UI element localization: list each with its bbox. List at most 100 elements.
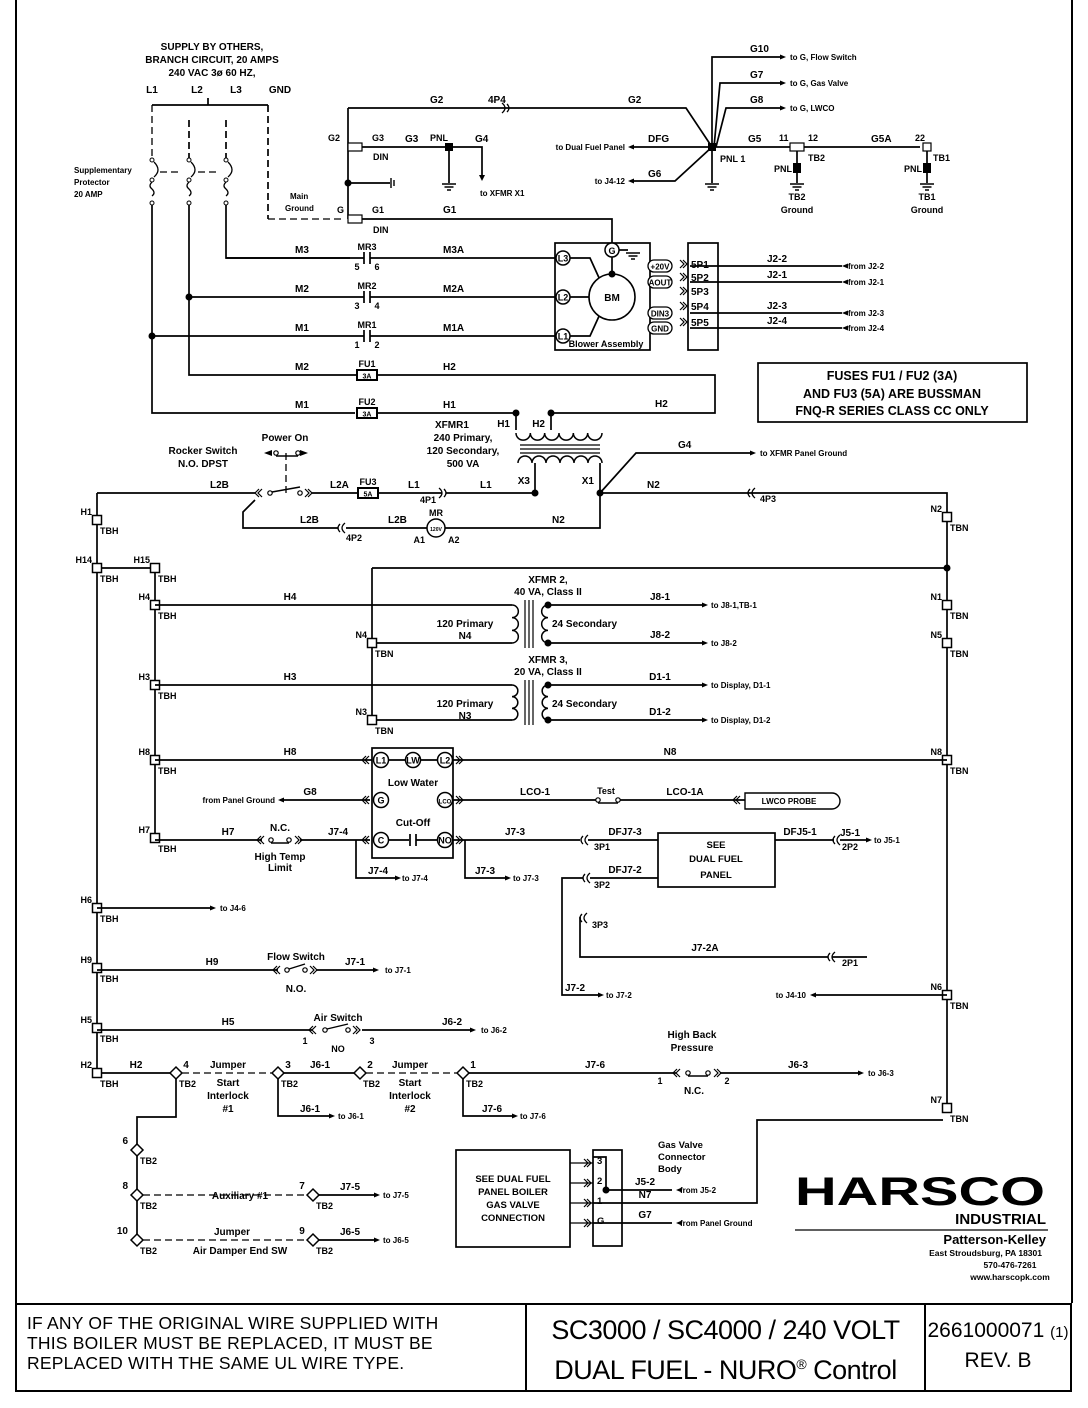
label: to Display, D1-2	[711, 716, 771, 725]
label: M3A	[443, 245, 464, 256]
connector-icon	[361, 835, 370, 845]
terminal-circle	[436, 831, 454, 849]
label: J6-1	[310, 1060, 330, 1071]
label: Ground	[285, 204, 314, 213]
label: BM	[604, 293, 620, 304]
label: J2-2	[767, 254, 787, 265]
label: J5-1	[840, 828, 860, 839]
label: J7-6	[585, 1060, 605, 1071]
label: L2B	[300, 515, 319, 526]
logo-division: INDUSTRIAL	[955, 1211, 1046, 1228]
label: L2	[558, 293, 569, 303]
drawing-number: 2661000071 (1)	[926, 1317, 1070, 1347]
label: Jumper	[392, 1060, 428, 1071]
arrow-icon	[810, 992, 816, 998]
label: J6-5	[340, 1227, 360, 1238]
dual-fuel-panel	[657, 832, 776, 888]
arrow-icon	[702, 640, 708, 646]
label: N.O.	[286, 984, 307, 995]
label: TBN	[950, 1001, 969, 1011]
label: 6	[122, 1136, 128, 1147]
label: N8	[664, 747, 677, 758]
contact-icon	[363, 291, 371, 303]
label: 120 Primary	[437, 699, 494, 710]
label: from J2-3	[848, 309, 885, 318]
registered-mark: ®	[796, 1356, 807, 1372]
label: FU2	[358, 397, 375, 407]
terminal-circle	[436, 751, 454, 769]
label: to G, Gas Valve	[790, 79, 849, 88]
label: 4P3	[760, 494, 776, 504]
terminal-block	[91, 514, 103, 526]
wire	[600, 492, 948, 1108]
connector-icon	[337, 522, 346, 534]
label: H5	[80, 1015, 92, 1025]
label: G6	[648, 169, 662, 180]
label: 4	[183, 1060, 189, 1071]
label: L1	[408, 480, 420, 491]
label: J6-3	[788, 1060, 808, 1071]
label: Air Switch	[314, 1013, 363, 1024]
junction-dot	[531, 489, 539, 497]
label: High Back	[668, 1030, 717, 1041]
label: to J6-1	[338, 1112, 364, 1121]
connector-icon	[361, 755, 370, 765]
label: N.O. DPST	[178, 459, 228, 470]
label: PNL	[774, 164, 793, 174]
arrow-icon	[628, 144, 634, 150]
switch-contact	[322, 1027, 328, 1033]
label: to XFMR X1	[480, 189, 525, 198]
label: DIN	[373, 152, 389, 162]
label: G1	[443, 205, 457, 216]
wire	[570, 313, 601, 337]
connector-icon	[272, 965, 281, 975]
label: to J6-3	[868, 1069, 894, 1078]
label: 1	[354, 340, 359, 350]
label: Jumper	[214, 1227, 250, 1238]
label: to J7-2	[606, 991, 632, 1000]
arrow-icon	[702, 717, 708, 723]
label: 11	[779, 133, 789, 143]
label: H2	[443, 362, 456, 373]
sheet-number: (1)	[1050, 1324, 1069, 1341]
lwco-probe	[744, 792, 841, 810]
protector-contact	[223, 157, 229, 163]
arrow-icon	[842, 325, 848, 331]
arrow-icon	[512, 1113, 518, 1119]
label: Limit	[268, 863, 293, 874]
label: PNL	[904, 164, 923, 174]
tb2-terminal	[352, 1065, 368, 1081]
arrow-icon	[329, 1113, 335, 1119]
terminal-block	[91, 562, 103, 574]
arrow-icon	[842, 263, 848, 269]
title-text: DUAL FUEL - NURO	[554, 1355, 797, 1385]
label: Start	[399, 1078, 422, 1089]
wire	[151, 205, 355, 414]
connector-5p	[687, 242, 719, 351]
drawing-title: SC3000 / SC4000 / 240 VOLT DUAL FUEL - N…	[527, 1305, 926, 1390]
label: H9	[206, 957, 219, 968]
label: N.C.	[684, 1086, 704, 1097]
note-line: THIS BOILER MUST BE REPLACED, IT MUST BE	[27, 1333, 433, 1353]
label: FU3	[359, 477, 376, 487]
label: to XFMR Panel Ground	[760, 449, 847, 458]
label: to G, Flow Switch	[790, 53, 857, 62]
switch-contact	[705, 1070, 711, 1076]
coil-winding	[540, 604, 549, 644]
label: Interlock	[389, 1091, 431, 1102]
label: H2	[80, 1060, 92, 1070]
label: G	[377, 796, 384, 806]
connector-icon	[455, 755, 464, 765]
label: J7-1	[345, 957, 365, 968]
label: GND	[269, 85, 291, 96]
wire	[355, 840, 395, 879]
label: G1	[372, 205, 384, 215]
label: XFMR1	[435, 420, 469, 431]
wire	[570, 257, 601, 281]
protector-contact	[223, 177, 229, 183]
label: to J7-3	[513, 874, 539, 883]
label: LW	[406, 756, 420, 766]
title-line-1: SC3000 / SC4000 / 240 VOLT	[551, 1315, 900, 1345]
connector-icon	[583, 1158, 592, 1168]
label: N2	[930, 504, 942, 514]
